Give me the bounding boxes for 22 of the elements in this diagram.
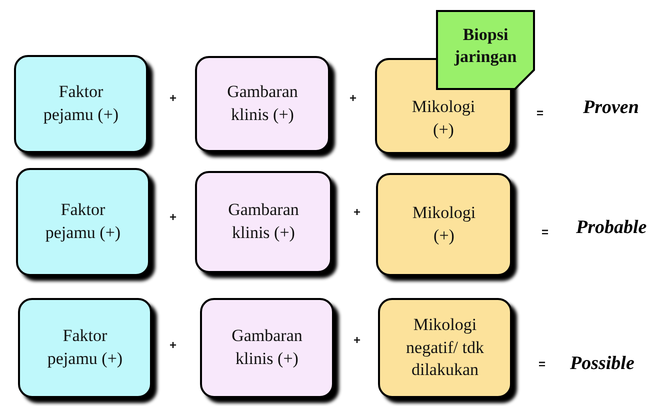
plus-sign: + — [350, 91, 356, 105]
box-text: Gambaran klinis (+) — [226, 81, 299, 126]
box-text: Faktor pejamu (+) — [42, 81, 120, 126]
note-text: Biopsi jaringan — [453, 24, 518, 68]
diagnosis-label: Probable — [576, 217, 647, 239]
box-text: Faktor pejamu (+) — [46, 325, 124, 370]
box-text: Mikologi negatif/ tdk dilakukan — [405, 314, 485, 382]
box-text: Gambaran klinis (+) — [227, 199, 300, 244]
equals-sign: = — [542, 225, 548, 239]
plus-sign: + — [170, 338, 176, 352]
plus-sign: + — [354, 333, 360, 347]
diagnosis-label: Possible — [570, 353, 634, 375]
box-text: Mikologi (+) — [410, 96, 476, 141]
diagnosis-label: Proven — [583, 97, 639, 119]
plus-sign: + — [354, 205, 360, 219]
box-text: Mikologi (+) — [411, 202, 477, 246]
box-text: Faktor pejamu (+) — [44, 199, 122, 244]
plus-sign: + — [170, 210, 176, 224]
equals-sign: = — [536, 106, 544, 120]
plus-sign: + — [170, 91, 176, 105]
equals-sign: = — [538, 357, 546, 371]
box-text: Gambaran klinis (+) — [230, 325, 304, 370]
